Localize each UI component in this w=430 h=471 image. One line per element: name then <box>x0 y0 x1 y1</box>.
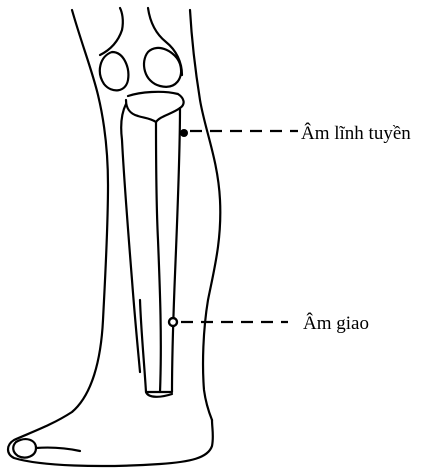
toe-outline <box>13 439 36 457</box>
thigh-line-back <box>100 8 123 55</box>
femur-condyle <box>100 52 129 90</box>
toe-line <box>36 448 80 451</box>
tibia-plateau <box>126 100 156 122</box>
calf-contour <box>8 10 213 466</box>
tibia-shaft-front <box>160 108 180 392</box>
tibia-shaft-back <box>140 122 161 392</box>
shin-contour <box>190 10 220 420</box>
point-marker-am-giao <box>169 318 177 326</box>
label-am-linh-tuyen: Âm lĩnh tuyền <box>301 124 411 143</box>
thigh-line-front <box>148 8 182 75</box>
tibia-head <box>128 92 184 122</box>
point-marker-am-linh-tuyen <box>180 129 188 137</box>
fibula <box>121 104 140 372</box>
label-am-giao: Âm giao <box>303 314 369 333</box>
